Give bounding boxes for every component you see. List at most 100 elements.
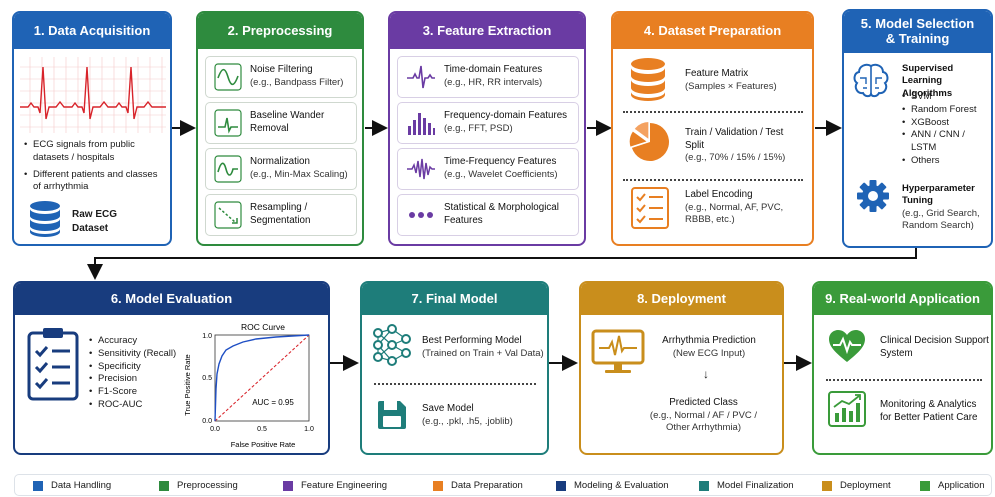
panel-preprocessing: 2. Preprocessing Noise Filtering(e.g., B… <box>196 11 364 246</box>
db-label-2: Dataset <box>72 222 109 234</box>
hp-sub-1: (e.g., Grid Search, <box>902 207 980 219</box>
x-tick-2: 1.0 <box>304 426 314 433</box>
panel-title: 1. Data Acquisition <box>14 13 170 49</box>
legend-item: Deployment <box>822 480 891 491</box>
predicted-class-sub-2: Other Arrhythmia) <box>666 422 741 434</box>
legend-item: Data Preparation <box>433 480 523 491</box>
panel-title: 2. Preprocessing <box>198 13 362 49</box>
legend-swatch <box>33 480 43 491</box>
acquisition-notes: ECG signals from public datasets / hospi… <box>24 139 164 194</box>
monitoring-line-2: for Better Patient Care <box>880 411 978 423</box>
panel-title: 9. Real-world Application <box>814 283 991 315</box>
metric-item: Specificity <box>89 361 176 374</box>
save-model-sub: (e.g., .pkl, .h5, .joblib) <box>422 415 513 427</box>
step-sub: (e.g., Min-Max Scaling) <box>250 169 348 181</box>
step-main: Baseline Wander <box>250 110 325 122</box>
step-normalization: Normalization(e.g., Min-Max Scaling) <box>205 148 357 190</box>
panel-final-model: 7. Final Model Best Performing Model (Tr… <box>360 281 549 455</box>
feature-main: Frequency-domain Features <box>444 110 568 122</box>
step-resampling: Resampling /Segmentation <box>205 194 357 236</box>
best-model-sub: (Trained on Train + Val Data) <box>422 347 544 359</box>
feature-sub: (e.g., HR, RR intervals) <box>444 77 543 89</box>
legend-swatch <box>433 480 443 491</box>
feature-matrix-sub: (Samples × Features) <box>685 80 777 92</box>
panel-title: 5. Model Selection & Training <box>844 11 991 53</box>
algo-item: XGBoost <box>902 117 991 130</box>
monitor-ecg-icon <box>591 329 645 373</box>
neural-network-icon <box>373 324 411 366</box>
panel-title: 7. Final Model <box>362 283 547 315</box>
panel-model-selection: 5. Model Selection & Training Supervised… <box>842 9 993 248</box>
algo-item: SVM <box>902 91 991 104</box>
split-slice <box>631 123 669 161</box>
feature-main: Statistical & Morphological <box>444 202 559 214</box>
feature-matrix-title: Feature Matrix <box>685 68 749 79</box>
save-model-title: Save Model <box>422 403 474 414</box>
label-encoding-title: Label Encoding <box>685 189 753 200</box>
brain-icon <box>853 63 889 98</box>
panel-title: 4. Dataset Preparation <box>613 13 812 49</box>
panel-data-acquisition: 1. Data Acquisition ECG signals from pub… <box>12 11 172 246</box>
feature-sub: (e.g., Wavelet Coefficients) <box>444 169 558 181</box>
metric-item: F1-Score <box>89 386 176 399</box>
cds-line-1: Clinical Decision Support <box>880 335 989 346</box>
algo-item: Others <box>902 155 991 168</box>
roc-curve-chart: ROC Curve True Positive Rate False Posit… <box>183 322 314 449</box>
database-icon <box>30 201 60 237</box>
resample-icon <box>214 201 242 229</box>
clipboard-checklist-icon <box>27 328 79 401</box>
color-legend: Data Handling Preprocessing Feature Engi… <box>14 474 992 496</box>
split-slice <box>632 121 650 142</box>
panel-title: 3. Feature Extraction <box>390 13 584 49</box>
prediction-sub: (New ECG Input) <box>672 347 746 359</box>
metric-item: ROC-AUC <box>89 399 176 412</box>
legend-item: Model Finalization <box>699 480 794 491</box>
panel-deployment: 8. Deployment Arrhythmia Prediction (New… <box>579 281 784 455</box>
split-sub: (e.g., 70% / 15% / 15%) <box>685 152 786 164</box>
sl-title-1: Supervised Learning <box>902 63 954 87</box>
metric-list: Accuracy Sensitivity (Recall) Specificit… <box>89 335 176 412</box>
step-sub: Removal <box>250 123 289 134</box>
dots-icon <box>409 212 433 218</box>
auc-label: AUC = 0.95 <box>252 398 294 407</box>
legend-label: Application <box>938 480 985 491</box>
legend-label: Modeling & Evaluation <box>574 480 669 491</box>
legend-swatch <box>699 480 709 491</box>
wavelet-icon <box>407 158 435 180</box>
metric-item: Sensitivity (Recall) <box>89 348 176 361</box>
normalize-wave-icon <box>214 155 242 183</box>
split-title-1: Train / Validation / Test <box>685 127 784 138</box>
checklist-icon <box>631 187 669 229</box>
legend-swatch <box>159 480 169 491</box>
legend-item: Application <box>920 480 984 491</box>
algo-item: Random Forest <box>902 104 991 117</box>
roc-xlabel: False Positive Rate <box>231 440 296 449</box>
save-disk-icon <box>378 401 406 429</box>
note-2: Different patients and classes of arrhyt… <box>24 169 164 195</box>
note-1: ECG signals from public datasets / hospi… <box>24 139 164 165</box>
step-noise-filtering: Noise Filtering(e.g., Bandpass Filter) <box>205 56 357 98</box>
legend-label: Data Preparation <box>451 480 523 491</box>
cds-line-2: System <box>880 347 913 359</box>
y-tick-0: 0.0 <box>202 418 212 425</box>
db-label-1: Raw ECG <box>72 209 118 220</box>
panel-title: 8. Deployment <box>581 283 782 315</box>
chance-line <box>214 334 310 422</box>
metric-item: Accuracy <box>89 335 176 348</box>
legend-swatch <box>283 480 293 491</box>
panel-real-world-application: 9. Real-world Application Clinical Decis… <box>812 281 993 455</box>
legend-label: Feature Engineering <box>301 480 388 491</box>
legend-item: Modeling & Evaluation <box>556 480 669 491</box>
step-sub: Segmentation <box>250 215 311 226</box>
x-tick-1: 0.5 <box>257 426 267 433</box>
hp-sub-2: Random Search) <box>902 220 974 232</box>
metric-item: Precision <box>89 373 176 386</box>
feature-time-domain: Time-domain Features(e.g., HR, RR interv… <box>397 56 579 98</box>
step-main: Normalization <box>250 156 310 168</box>
predicted-class-title: Predicted Class <box>669 397 738 408</box>
panel-dataset-preparation: 4. Dataset Preparation Feature Matrix (S… <box>611 11 814 246</box>
feature-main: Time-domain Features <box>444 64 543 76</box>
legend-label: Deployment <box>840 480 891 491</box>
label-encoding-sub-1: (e.g., Normal, AF, PVC, <box>685 201 784 213</box>
